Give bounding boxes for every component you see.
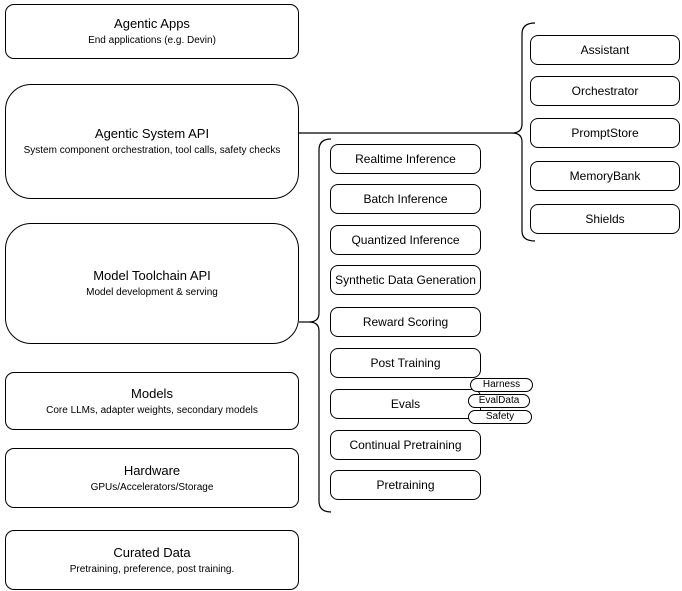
- node-quantized-inference: Quantized Inference: [330, 225, 481, 255]
- node-title: Model Toolchain API: [93, 268, 211, 283]
- node-models: Models Core LLMs, adapter weights, secon…: [5, 372, 299, 430]
- node-title: Curated Data: [113, 544, 191, 560]
- components-brace: [511, 22, 536, 242]
- node-title: Hardware: [123, 462, 181, 478]
- node-hardware: Hardware GPUs/Accelerators/Storage: [5, 448, 299, 508]
- tag-evaldata: EvalData: [468, 394, 530, 408]
- node-title: Agentic System API: [94, 126, 210, 141]
- node-synthetic-data-generation: Synthetic Data Generation: [330, 265, 481, 295]
- node-subtitle: End applications (e.g. Devin): [88, 35, 216, 46]
- node-subtitle: Model development & serving: [86, 287, 218, 298]
- node-orchestrator: Orchestrator: [530, 76, 680, 106]
- node-subtitle: Pretraining, preference, post training.: [69, 563, 235, 575]
- node-curated-data: Curated Data Pretraining, preference, po…: [5, 530, 299, 590]
- node-realtime-inference: Realtime Inference: [330, 144, 481, 174]
- node-subtitle: Core LLMs, adapter weights, secondary mo…: [46, 404, 258, 416]
- node-title: Agentic Apps: [114, 16, 190, 31]
- node-assistant: Assistant: [530, 35, 680, 65]
- node-continual-pretraining: Continual Pretraining: [330, 430, 481, 460]
- node-batch-inference: Batch Inference: [330, 184, 481, 214]
- node-agentic-system-api: Agentic System API System component orch…: [5, 84, 299, 199]
- node-pretraining: Pretraining: [330, 470, 481, 500]
- node-memorybank: MemoryBank: [530, 161, 680, 191]
- node-title: Models: [131, 385, 173, 401]
- tag-safety: Safety: [468, 410, 532, 424]
- node-post-training: Post Training: [330, 348, 481, 378]
- node-subtitle: GPUs/Accelerators/Storage: [90, 481, 214, 493]
- node-promptstore: PromptStore: [530, 118, 680, 148]
- node-reward-scoring: Reward Scoring: [330, 307, 481, 337]
- node-agentic-apps: Agentic Apps End applications (e.g. Devi…: [5, 4, 299, 59]
- node-subtitle: System component orchestration, tool cal…: [23, 145, 281, 156]
- tag-harness: Harness: [470, 378, 533, 392]
- node-model-toolchain-api: Model Toolchain API Model development & …: [5, 223, 299, 344]
- node-evals: Evals: [330, 389, 481, 419]
- toolchain-brace: [308, 138, 332, 513]
- node-shields: Shields: [530, 204, 680, 234]
